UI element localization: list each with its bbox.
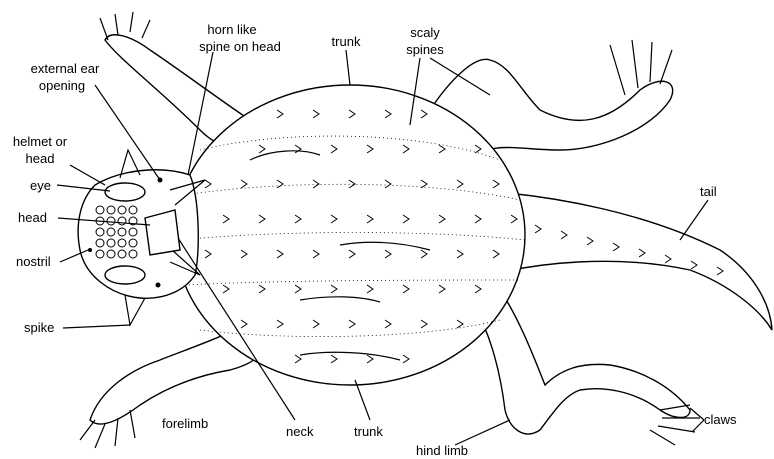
label-claws: claws [704, 412, 737, 427]
label-eye: eye [30, 178, 51, 193]
label-head: head [18, 210, 47, 225]
label-nostril: nostril [16, 254, 51, 269]
nostril-mark [88, 248, 92, 252]
label-external-ear-1: external ear [31, 61, 100, 76]
trunk-shape [175, 85, 525, 385]
leader-spike [63, 325, 130, 328]
label-spike: spike [24, 320, 54, 335]
label-hind-limb: hind limb [416, 443, 468, 458]
label-external-ear-2: opening [39, 78, 85, 93]
label-scaly-spines-2: spines [406, 42, 444, 57]
label-helmet-1: helmet or [13, 134, 68, 149]
label-trunk-top: trunk [332, 34, 361, 49]
leader-tail [680, 200, 708, 240]
label-scaly-spines-1: scaly [410, 25, 440, 40]
leader-trunk-bottom [355, 380, 370, 420]
hind-limb-shape [470, 290, 690, 434]
neck-plate [145, 210, 180, 255]
ear-opening-mark-lower [156, 283, 161, 288]
label-forelimb: forelimb [162, 416, 208, 431]
leader-ear [95, 85, 160, 180]
label-neck: neck [286, 424, 314, 439]
eye-bottom [105, 266, 145, 284]
label-horn-like-spine-2: spine on head [199, 39, 281, 54]
label-horn-like-spine-1: horn like [207, 22, 256, 37]
leader-claws-2 [692, 420, 704, 432]
helmet-spike-bottom [125, 295, 145, 325]
label-trunk-bottom: trunk [354, 424, 383, 439]
leader-hind-limb [455, 420, 510, 445]
label-helmet-2: head [26, 151, 55, 166]
eye-top [105, 183, 145, 201]
leader-trunk-top [346, 50, 350, 85]
leader-helmet [70, 165, 105, 185]
label-tail: tail [700, 184, 717, 199]
